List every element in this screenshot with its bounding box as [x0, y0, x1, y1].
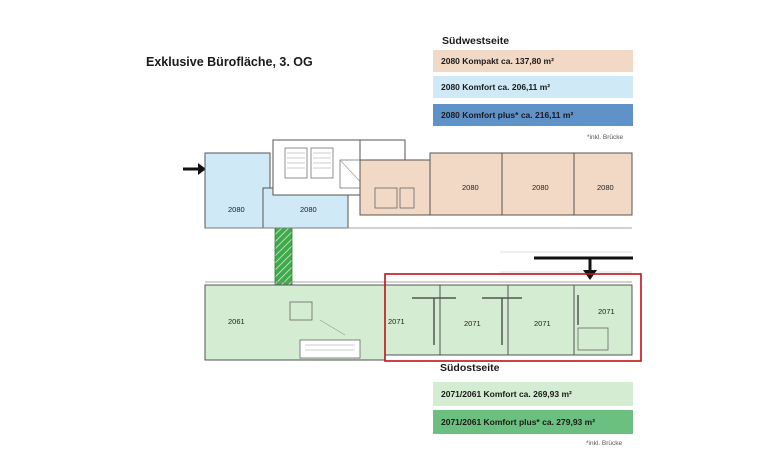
label-2071-c: 2071 [534, 319, 551, 328]
room-2080-b [501, 152, 575, 216]
room-2071-c [507, 284, 575, 356]
southeast-footnote: *inkl. Brücke [586, 440, 623, 447]
connection-arrow-icon [534, 256, 633, 280]
sanitary-block [374, 187, 415, 209]
southeast-heading: Südostseite [440, 362, 500, 374]
highlight-frame [384, 273, 642, 362]
legend-southwest-komfort: 2080 Komfort ca. 206,11 m² [433, 76, 633, 98]
southwest-footnote: *inkl. Brücke [587, 134, 624, 141]
page-title: Exklusive Bürofläche, 3. OG [146, 55, 313, 69]
entrance-arrow-icon [183, 163, 206, 175]
room-2080-c [573, 152, 633, 216]
label-2080-blue-left: 2080 [228, 205, 245, 214]
south-interior-details [289, 295, 609, 359]
label-2071-b: 2071 [464, 319, 481, 328]
legend-southwest-kompakt: 2080 Kompakt ca. 137,80 m² [433, 50, 633, 72]
label-2071-a: 2071 [388, 317, 405, 326]
label-2080-c: 2080 [597, 183, 614, 192]
label-2080-blue-right: 2080 [300, 205, 317, 214]
southwest-heading: Südwestseite [442, 35, 510, 47]
room-2080-a [429, 152, 503, 216]
bridge [274, 227, 293, 286]
courtyard-lines [205, 227, 632, 283]
legend-southeast-komfort: 2071/2061 Komfort ca. 269,93 m² [433, 382, 633, 406]
legend-southwest-komfort-plus: 2080 Komfort plus* ca. 216,11 m² [433, 104, 633, 126]
label-2071-d: 2071 [598, 307, 615, 316]
label-2061: 2061 [228, 317, 245, 326]
label-2080-b: 2080 [532, 183, 549, 192]
legend-southeast-komfort-plus: 2071/2061 Komfort plus* ca. 279,93 m² [433, 410, 633, 434]
label-2080-a: 2080 [462, 183, 479, 192]
room-2071-d [573, 284, 633, 356]
room-2080-peach-corridor [359, 159, 431, 216]
room-2071-b [439, 284, 509, 356]
core-stairwell [272, 139, 406, 196]
room-2080-blue-left [204, 152, 271, 229]
